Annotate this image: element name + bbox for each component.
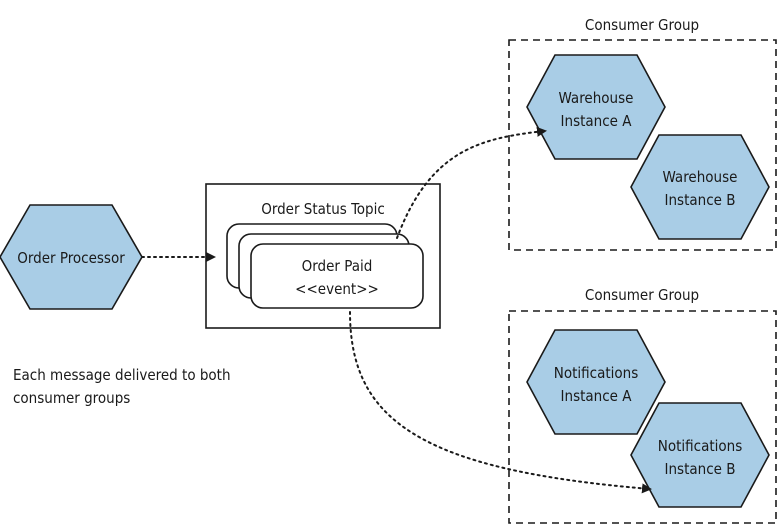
event-name: Order Paid bbox=[302, 257, 373, 275]
instance-label-line2: Instance B bbox=[665, 460, 736, 478]
instance-label-line1: Warehouse bbox=[663, 168, 738, 186]
instance-label-line2: Instance B bbox=[665, 191, 736, 209]
instance-label-line1: Notifications bbox=[658, 437, 742, 455]
order-processor-hexagon bbox=[0, 204, 143, 310]
consumer-group-box bbox=[508, 310, 777, 524]
event-card-front bbox=[250, 243, 424, 309]
instance-label-line2: Instance A bbox=[561, 112, 633, 130]
notifications-instance-b-hexagon bbox=[630, 402, 770, 508]
notifications-instance-a: Notifications Instance A bbox=[526, 329, 666, 435]
instance-label-line1: Notifications bbox=[554, 364, 638, 382]
arrow-topic-to-notifications bbox=[349, 311, 652, 494]
instance-label-line1: Warehouse bbox=[559, 89, 634, 107]
note-line1: Each message delivered to both bbox=[13, 366, 231, 384]
note-line2: consumer groups bbox=[13, 389, 130, 407]
consumer-group-warehouse: Consumer Group Warehouse Instance A Ware… bbox=[508, 16, 777, 251]
consumer-group-label: Consumer Group bbox=[585, 16, 699, 34]
warehouse-instance-b-hexagon bbox=[630, 134, 770, 240]
delivery-note: Each message delivered to both consumer … bbox=[13, 366, 231, 407]
notifications-instance-a-hexagon bbox=[526, 329, 666, 435]
warehouse-instance-b: Warehouse Instance B bbox=[630, 134, 770, 240]
arrow-topic-to-warehouse bbox=[396, 126, 547, 239]
order-processor-label: Order Processor bbox=[17, 249, 125, 267]
warehouse-instance-a: Warehouse Instance A bbox=[526, 54, 666, 160]
order-processor-node: Order Processor bbox=[0, 204, 143, 310]
order-status-topic: Order Status Topic Order Paid <<event>> bbox=[205, 183, 441, 329]
event-stereotype: <<event>> bbox=[295, 280, 379, 298]
notifications-instance-b: Notifications Instance B bbox=[630, 402, 770, 508]
consumer-group-box bbox=[508, 39, 777, 251]
consumer-group-label: Consumer Group bbox=[585, 286, 699, 304]
consumer-group-notifications: Consumer Group Notifications Instance A … bbox=[508, 286, 777, 524]
instance-label-line2: Instance A bbox=[561, 387, 633, 405]
warehouse-instance-a-hexagon bbox=[526, 54, 666, 160]
topic-title: Order Status Topic bbox=[261, 200, 385, 218]
